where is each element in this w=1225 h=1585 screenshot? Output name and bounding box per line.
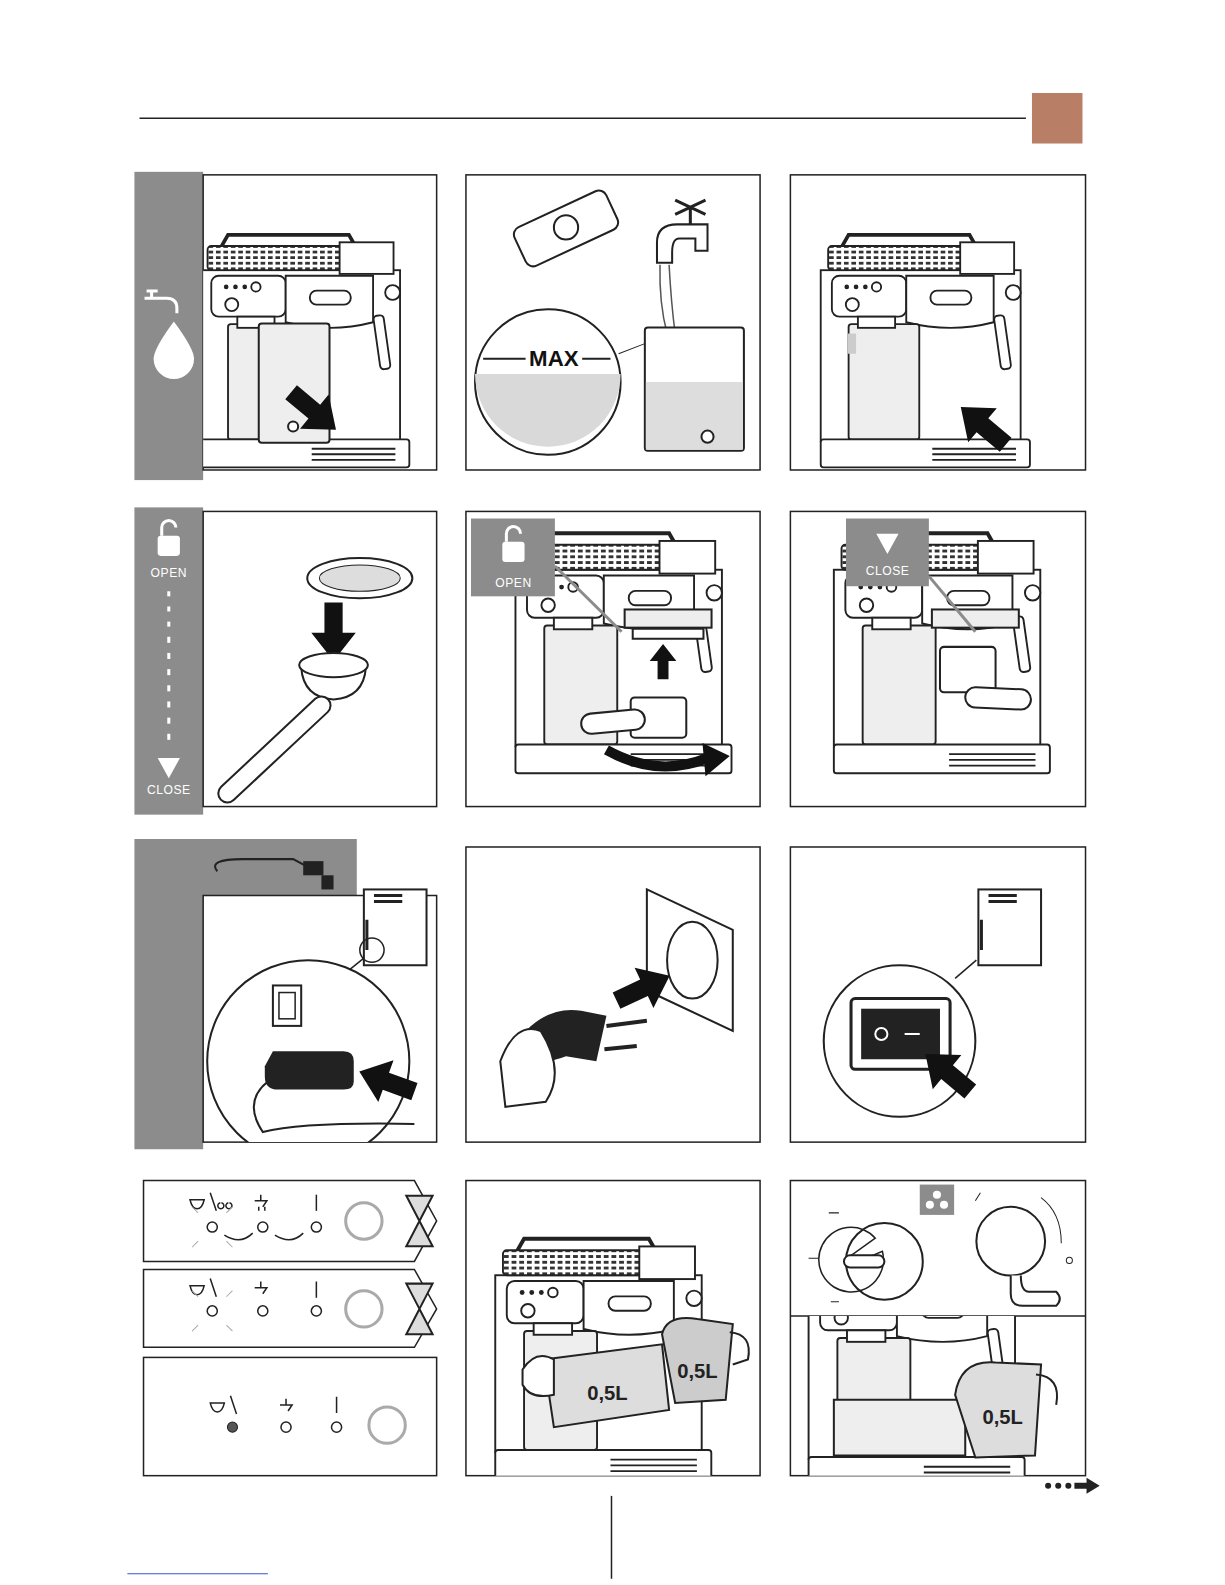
- volume-label: 0,5L: [677, 1360, 717, 1380]
- close-label: CLOSE: [147, 784, 191, 796]
- close-label: CLOSE: [866, 565, 910, 577]
- open-label: OPEN: [151, 567, 187, 579]
- volume-label: 0,5L: [982, 1407, 1022, 1427]
- max-mark: MAX: [529, 348, 578, 370]
- volume-label: 0,5L: [587, 1383, 627, 1403]
- open-label: OPEN: [495, 577, 531, 589]
